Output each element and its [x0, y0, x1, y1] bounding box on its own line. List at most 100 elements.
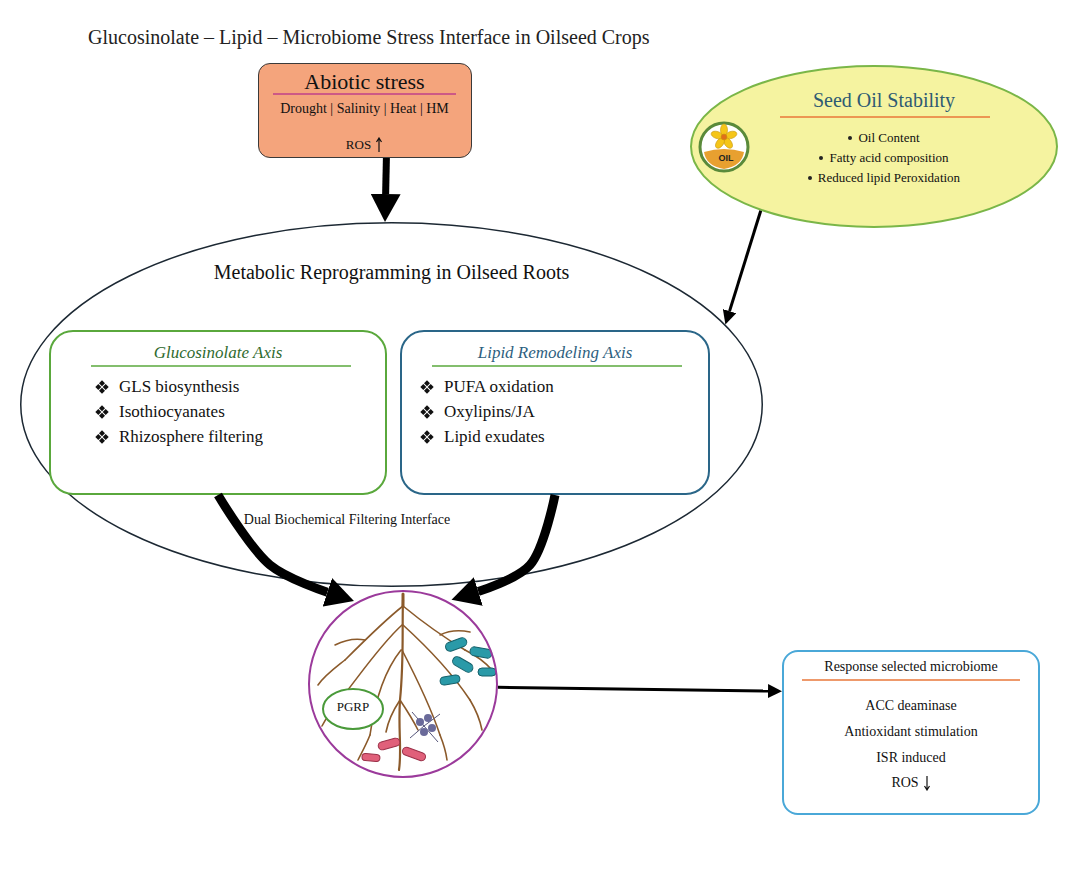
hypha — [410, 712, 440, 742]
lateral-root — [345, 606, 403, 660]
flow-arrow — [730, 211, 761, 311]
item-line: ROS — [784, 775, 1038, 792]
node-text: Fatty acid composition — [829, 150, 948, 166]
bullet-diamond — [428, 409, 434, 415]
heading-line: Glucosinolate Axis — [51, 343, 385, 363]
node-text: Drought | Salinity | Heat | HM — [280, 101, 449, 118]
bacterium — [444, 636, 468, 652]
node-heading: Lipid Remodeling Axis — [478, 343, 633, 363]
root-hair — [386, 700, 400, 732]
icon-label: OIL — [706, 154, 746, 163]
item-line: Reduced lipid Peroxidation — [710, 170, 1058, 186]
node-text: ROS — [346, 137, 371, 153]
oil-stability-ellipse: Seed Oil StabilityOil ContentFatty acid … — [690, 65, 1058, 228]
petal — [724, 130, 738, 140]
ellipse-border — [21, 223, 763, 587]
root-hair — [358, 735, 370, 760]
item-line: Rhizosphere filtering — [95, 427, 379, 447]
icon-ring — [700, 123, 748, 171]
bullet-diamond — [428, 434, 434, 440]
node-text: Oxylipins/JA — [444, 402, 535, 422]
root-hair — [440, 631, 470, 635]
bullet-diamond — [424, 380, 430, 386]
pgrp-ellipse: PGRP — [322, 688, 384, 730]
node-outline — [308, 590, 498, 778]
item-line: Dual Biochemical Filtering Interface — [197, 512, 497, 529]
node-text: ROS — [891, 775, 918, 792]
node-text: Oil Content — [858, 130, 919, 146]
item-line: Antioxidant stimulation — [784, 724, 1038, 741]
node-heading: Response selected microbiome — [824, 659, 997, 676]
flower-center — [721, 134, 727, 140]
item-line: ACC deaminase — [784, 698, 1038, 715]
item-line: ISR induced — [784, 750, 1038, 767]
node-text: Rhizosphere filtering — [119, 427, 263, 447]
bacterium — [451, 655, 475, 674]
bullet-diamond — [99, 380, 105, 386]
bacterium — [439, 674, 460, 685]
increase-arrow — [375, 137, 383, 153]
lateral-root — [403, 606, 465, 650]
bullet-diamond — [420, 409, 426, 415]
bullet-diamond — [424, 388, 430, 394]
node-text: Reduced lipid Peroxidation — [818, 170, 960, 186]
node-heading: Seed Oil Stability — [813, 88, 955, 112]
bullet-dot — [819, 156, 823, 160]
bullet-diamond — [95, 434, 101, 440]
bacterium — [478, 668, 496, 676]
node-text: Isothiocyanates — [119, 402, 225, 422]
bullet-diamond — [103, 409, 109, 415]
bacterium — [401, 746, 426, 762]
bullet-diamond — [95, 409, 101, 415]
axis-box: Glucosinolate AxisGLS biosynthesisIsothi… — [49, 330, 387, 495]
item-line: GLS biosynthesis — [95, 377, 379, 397]
heading-line: Abiotic stress — [259, 69, 470, 95]
bullet-symbol — [95, 380, 109, 394]
bullet-diamond — [103, 384, 109, 390]
decrease-arrow — [923, 775, 931, 791]
node-text: Antioxidant stimulation — [844, 724, 977, 741]
bullet-diamond — [420, 384, 426, 390]
node-heading: Glucosinolate Axis — [154, 343, 283, 363]
taproot — [399, 600, 403, 770]
bullet-diamond — [420, 434, 426, 440]
reprogramming-ellipse: Glucosinolate AxisGLS biosynthesisIsothi… — [20, 222, 763, 587]
item-line: Drought | Salinity | Heat | HM — [259, 101, 470, 118]
heading-rule — [780, 116, 990, 118]
root-hair — [400, 700, 418, 730]
lateral-root — [403, 625, 470, 700]
item-line: PUFA oxidation — [420, 377, 702, 397]
spore — [416, 718, 424, 726]
flow-arrow — [478, 495, 555, 592]
bullet-diamond — [99, 388, 105, 394]
heading-line: Metabolic Reprogramming in Oilseed Roots — [20, 260, 763, 284]
item-line: Isothiocyanates — [95, 402, 379, 422]
node-text: ISR induced — [876, 750, 946, 767]
fungal-cluster — [410, 712, 440, 742]
bullet-symbol — [95, 405, 109, 419]
bullet-diamond — [424, 405, 430, 411]
root-hair — [470, 700, 482, 730]
root-crown — [402, 594, 405, 606]
root-hair — [465, 650, 492, 670]
heading-rule — [91, 365, 351, 367]
arrow-glyph — [924, 776, 929, 790]
flower — [710, 124, 738, 150]
node-text: GLS biosynthesis — [119, 377, 239, 397]
arrow-glyph — [377, 138, 382, 152]
bullet-symbol — [420, 405, 434, 419]
heading-rule — [802, 679, 1020, 681]
bullet-diamond — [428, 384, 434, 390]
root-hair — [318, 660, 345, 685]
item-line: Oxylipins/JA — [420, 402, 702, 422]
bullet-diamond — [424, 438, 430, 444]
root-hair — [440, 735, 447, 760]
bullet-diamond — [95, 384, 101, 390]
petal — [722, 136, 735, 150]
bullet-dot — [808, 176, 812, 180]
lateral-root — [402, 650, 440, 735]
ellipse-border — [309, 591, 497, 777]
